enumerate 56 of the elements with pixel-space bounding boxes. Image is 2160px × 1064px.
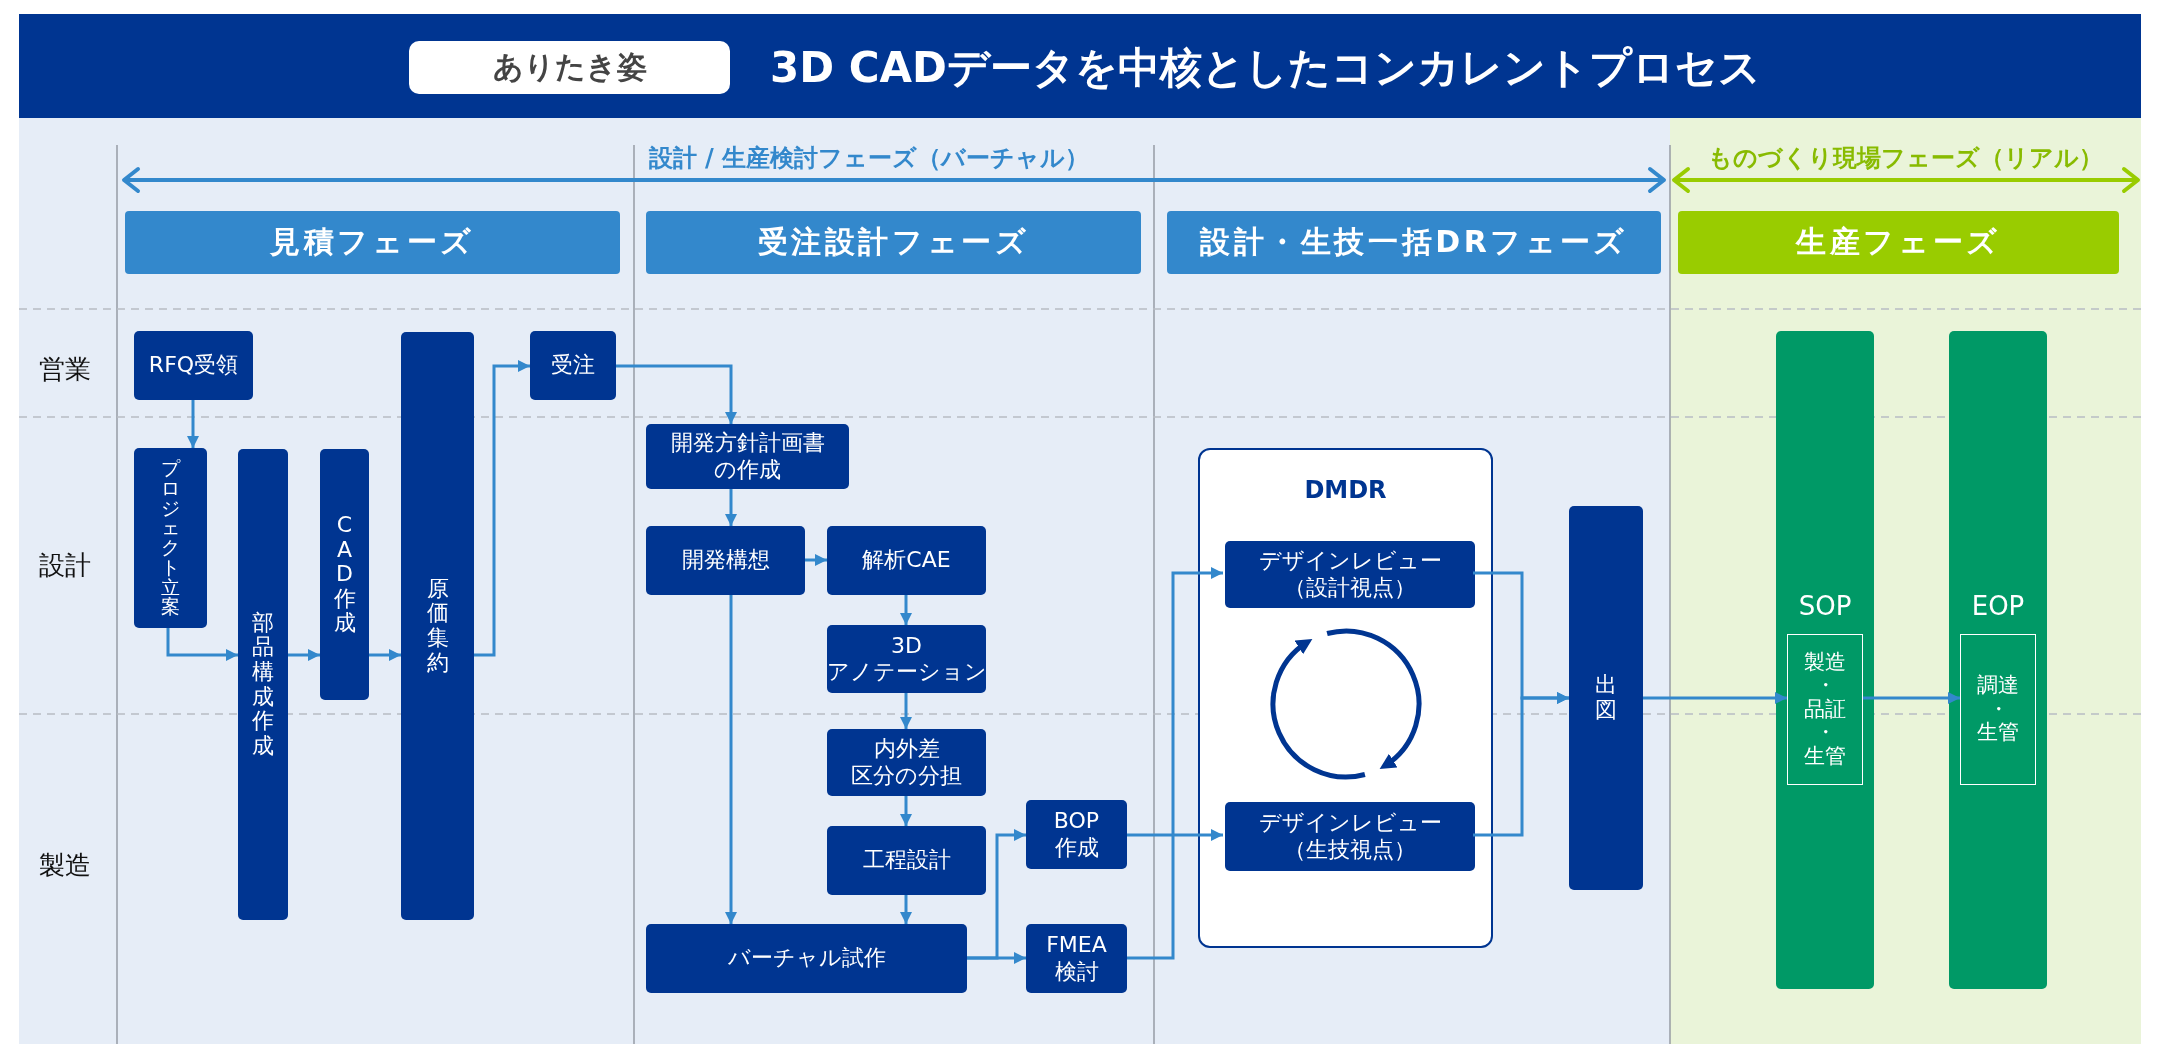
milestone-bar <box>1949 331 2047 989</box>
process-box: プロジェクト立案 <box>134 448 207 628</box>
process-box: 受注 <box>530 331 616 400</box>
arrow <box>166 628 238 661</box>
phase-banner: 生産フェーズ <box>1678 211 2119 274</box>
arrow <box>1473 692 1569 837</box>
process-box: 開発方針計画書の作成 <box>646 424 849 489</box>
title-badge: ありたき姿 <box>409 41 730 94</box>
process-box: BOP作成 <box>1026 800 1127 869</box>
process-box: 内外差区分の分担 <box>827 729 986 796</box>
span-label: 設計 / 生産検討フェーズ（バーチャル） <box>648 143 1090 174</box>
arrow <box>1127 829 1223 841</box>
process-box: 開発構想 <box>646 526 805 595</box>
process-box: デザインレビュー（生技視点） <box>1225 802 1475 871</box>
process-box: 3D アノテーション <box>827 625 986 693</box>
process-bar: 部品構成作成 <box>238 449 288 920</box>
arrow <box>725 595 737 924</box>
arrow <box>900 693 912 729</box>
milestone-label: SOP <box>1797 591 1853 621</box>
arrow <box>474 360 530 657</box>
span-label: ものづくり現場フェーズ（リアル） <box>1707 143 2103 174</box>
process-bar: CAD作成 <box>320 449 369 700</box>
process-box: FMEA検討 <box>1026 924 1127 993</box>
lane-label: 製造 <box>39 848 91 882</box>
arrow <box>900 796 912 826</box>
process-bar: 出図 <box>1569 506 1643 890</box>
phase-banner: 設計・生技一括DRフェーズ <box>1167 211 1661 274</box>
arrow <box>1643 692 1787 704</box>
process-box: デザインレビュー（設計視点） <box>1225 541 1475 608</box>
arrow <box>1863 692 1960 704</box>
arrow <box>725 489 737 526</box>
lane-label: 設計 <box>39 548 91 582</box>
arrow <box>900 895 912 924</box>
arrow <box>288 649 320 661</box>
process-bar: 原価集約 <box>401 332 474 920</box>
process-box: 工程設計 <box>827 826 986 895</box>
arrow <box>369 649 401 661</box>
arrow <box>967 952 1026 964</box>
milestone-bar <box>1776 331 1874 989</box>
arrow <box>187 400 199 448</box>
milestone-label: EOP <box>1970 591 2026 621</box>
arrow <box>805 554 827 566</box>
lane-label: 営業 <box>39 352 91 386</box>
phase-banner: 受注設計フェーズ <box>646 211 1141 274</box>
arrow <box>1127 567 1223 960</box>
phase-banner: 見積フェーズ <box>125 211 620 274</box>
task-frame: 製造・品証・生管 <box>1787 634 1863 785</box>
task-frame: 調達・生管 <box>1960 634 2036 785</box>
review-panel <box>1198 448 1493 948</box>
diagram-title: 3D CADデータを中核としたコンカレントプロセス <box>770 42 1761 94</box>
process-box: 解析CAE <box>827 526 986 595</box>
arrow <box>616 364 737 424</box>
process-box: RFQ受領 <box>134 331 253 400</box>
arrow <box>900 595 912 625</box>
process-box: バーチャル試作 <box>646 924 967 993</box>
panel-title: DMDR <box>1303 476 1388 504</box>
